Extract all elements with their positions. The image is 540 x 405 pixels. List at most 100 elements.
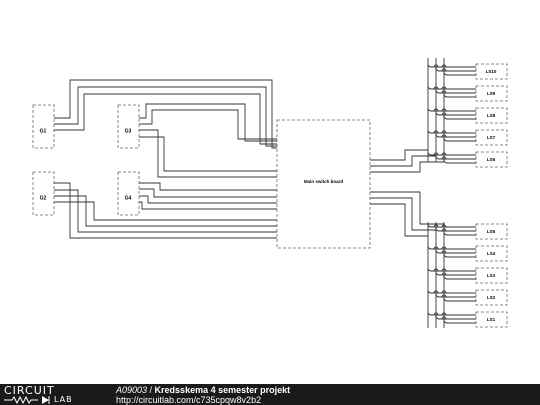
- wire-g4-1: [139, 182, 277, 191]
- load-top-tap-arc: [443, 137, 448, 142]
- load-bottom-label: LS5: [487, 229, 496, 234]
- load-bottom-tap-arc: [427, 289, 432, 294]
- footer-bar: CIRCUIT LAB A09003 / Kredsskema 4 semest…: [0, 384, 540, 405]
- load-bottom-label: LS2: [487, 295, 496, 300]
- load-top-tap-arc: [443, 115, 448, 120]
- load-top-tap-arc: [435, 133, 440, 138]
- wire-g3-1: [139, 103, 277, 142]
- load-bottom-tap-arc: [443, 253, 448, 258]
- load-bottom-jump-arc: [441, 272, 447, 276]
- load-bottom-box: [475, 223, 508, 240]
- wire-g4-4: [139, 201, 277, 210]
- load-bottom-tap-arc: [443, 231, 448, 236]
- generator-label: G2: [40, 195, 47, 201]
- circuit-meta: A09003 / Kredsskema 4 semester projekt: [116, 385, 290, 395]
- logo-resistor-icon: [4, 395, 50, 404]
- load-bottom-box: [475, 267, 508, 284]
- circuit-title: Kredsskema 4 semester projekt: [154, 385, 291, 395]
- load-top-tap-arc: [435, 67, 440, 72]
- load-top-jump-arc: [441, 156, 447, 160]
- load-top-box: [475, 107, 508, 124]
- load-top-box: [475, 129, 508, 146]
- load-bottom-tap-arc: [443, 319, 448, 324]
- load-top-box: [475, 63, 508, 80]
- generator-box: [32, 104, 55, 149]
- load-bottom-tap-arc: [435, 271, 440, 276]
- load-bottom-jump-arc: [433, 268, 439, 272]
- load-top-jump-arc: [441, 68, 447, 72]
- load-top-jump-arc: [441, 130, 447, 134]
- wire-g1-2: [54, 86, 277, 147]
- load-bottom-jump-arc: [433, 246, 439, 250]
- load-top-jump-arc: [441, 86, 447, 90]
- wire-mb-bus-bot-2: [370, 197, 436, 231]
- load-bottom-jump-arc: [441, 312, 447, 316]
- load-bottom-tap-arc: [443, 275, 448, 280]
- load-top-jump-arc: [441, 112, 447, 116]
- wire-mb-bus-top-1: [370, 149, 428, 161]
- load-bottom-box: [475, 245, 508, 262]
- load-bottom-jump-arc: [433, 224, 439, 228]
- load-bottom-jump-arc: [441, 294, 447, 298]
- wire-g3-3: [139, 129, 277, 178]
- wire-g2-4: [54, 201, 277, 221]
- wire-mb-bus-bot-3: [370, 203, 428, 237]
- load-bottom-jump-arc: [441, 250, 447, 254]
- main-switch-board-label: Main switch board: [304, 179, 344, 184]
- load-bottom-jump-arc: [441, 246, 447, 250]
- load-bottom-jump-arc: [441, 224, 447, 228]
- load-top-label: LS9: [487, 91, 496, 96]
- load-bottom-box: [475, 311, 508, 328]
- load-bottom-box: [475, 289, 508, 306]
- load-bottom-tap-arc: [435, 315, 440, 320]
- load-top-tap-arc: [435, 155, 440, 160]
- load-top-jump-arc: [433, 64, 439, 68]
- wire-g2-3: [54, 195, 277, 227]
- load-bottom-jump-arc: [441, 228, 447, 232]
- load-bottom-label: LS3: [487, 273, 496, 278]
- load-bottom-tap-arc: [435, 293, 440, 298]
- load-bottom-jump-arc: [441, 316, 447, 320]
- load-top-jump-arc: [433, 86, 439, 90]
- load-top-tap-arc: [443, 159, 448, 164]
- wire-mb-bus-top-2: [370, 155, 436, 167]
- load-top-jump-arc: [441, 90, 447, 94]
- load-top-jump-arc: [433, 108, 439, 112]
- meta-separator: /: [147, 385, 155, 395]
- load-top-label: LS8: [487, 113, 496, 118]
- circuit-url[interactable]: http://circuitlab.com/c735cpqw8v2b2: [116, 395, 262, 405]
- generator-label: G3: [125, 128, 132, 134]
- load-top-tap-arc: [443, 71, 448, 76]
- load-top-label: LS10: [486, 69, 497, 74]
- load-bottom-tap-arc: [427, 311, 432, 316]
- wire-g2-1: [54, 182, 277, 239]
- load-top-tap-arc: [443, 93, 448, 98]
- load-top-jump-arc: [441, 108, 447, 112]
- load-bottom-jump-arc: [433, 312, 439, 316]
- load-top-label: LS7: [487, 135, 496, 140]
- wire-g1-3: [54, 93, 277, 145]
- load-top-jump-arc: [433, 152, 439, 156]
- wire-g1-1: [54, 79, 277, 149]
- load-bottom-tap-arc: [435, 227, 440, 232]
- logo-text-lab: LAB: [54, 395, 73, 404]
- wire-g4-3: [139, 195, 277, 204]
- generator-box: [117, 104, 140, 149]
- load-bottom-tap-arc: [427, 245, 432, 250]
- load-bottom-label: LS1: [487, 317, 496, 322]
- load-bottom-tap-arc: [427, 223, 432, 228]
- generator-label: G4: [125, 195, 132, 201]
- generator-label: G1: [40, 128, 47, 134]
- wire-mb-bus-top-3: [370, 161, 444, 173]
- generator-box: [117, 171, 140, 216]
- load-top-jump-arc: [441, 64, 447, 68]
- load-bottom-tap-arc: [427, 267, 432, 272]
- wires: [54, 58, 476, 328]
- wire-mb-bus-bot-1: [370, 191, 444, 225]
- circuit-id: A09003: [116, 385, 148, 395]
- load-bottom-label: LS4: [487, 251, 496, 256]
- load-top-tap-arc: [427, 63, 432, 68]
- circuitlab-logo[interactable]: CIRCUIT LAB: [4, 385, 92, 404]
